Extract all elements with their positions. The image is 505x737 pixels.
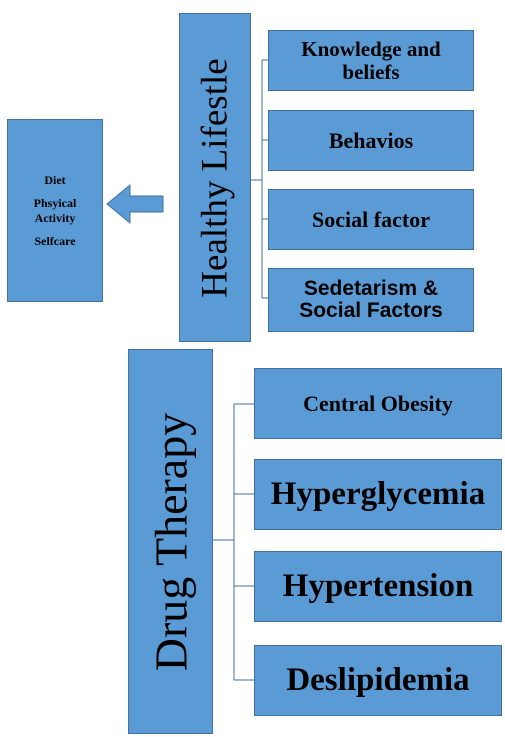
hl-item-knowledge-beliefs: Knowledge and beliefs [268, 30, 474, 91]
dt-item-deslipidemia-label: Deslipidemia [286, 662, 470, 699]
drug-therapy-box: Drug Therapy [128, 349, 213, 734]
dt-item-hyperglycemia: Hyperglycemia [254, 459, 502, 530]
hl-item-knowledge-line2: beliefs [342, 59, 400, 84]
drug-therapy-title: Drug Therapy [145, 412, 196, 671]
left-item-diet: Diet [44, 172, 66, 187]
left-arrow-icon [106, 183, 164, 225]
dt-item-hypertension-label: Hypertension [282, 568, 474, 605]
dt-item-hyperglycemia-label: Hyperglycemia [270, 476, 486, 513]
hl-item-sedetarism-line1: Sedetarism & [303, 276, 439, 300]
hl-item-sedetarism-line2: Social Factors [299, 299, 443, 322]
left-item-selfcare: Selfcare [34, 233, 76, 248]
hl-item-knowledge-line1: Knowledge and [301, 37, 441, 62]
hl-item-sedetarism: Sedetarism & Social Factors [268, 268, 474, 332]
lifestyle-components-box: Diet Phsyical Activity Selfcare [7, 119, 103, 302]
dt-item-central-obesity-label: Central Obesity [303, 390, 453, 416]
dt-item-deslipidemia: Deslipidemia [254, 645, 502, 716]
left-item-physical-activity: Phsyical Activity [33, 195, 77, 225]
hl-item-social-factor-label: Social factor [312, 206, 430, 232]
hl-item-social-factor: Social factor [268, 189, 474, 250]
dt-item-hypertension: Hypertension [254, 551, 502, 622]
hl-item-behavios: Behavios [268, 110, 474, 171]
hl-item-behavios-label: Behavios [328, 127, 414, 153]
healthy-lifestyle-title: Healthy Lifestle [194, 57, 236, 298]
dt-item-central-obesity: Central Obesity [254, 368, 502, 439]
healthy-lifestyle-box: Healthy Lifestle [179, 13, 251, 342]
